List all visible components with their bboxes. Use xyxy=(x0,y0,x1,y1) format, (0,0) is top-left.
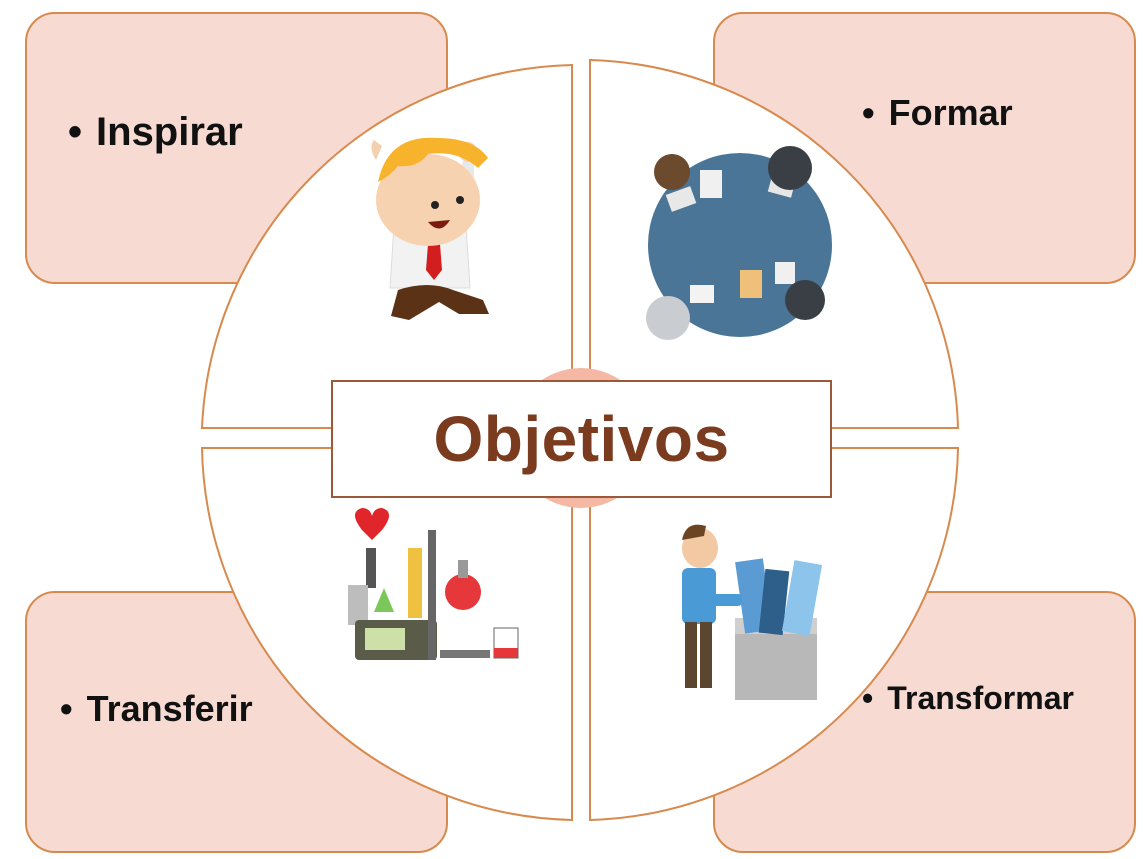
bullet-icon: • xyxy=(60,688,73,729)
formar-text: Formar xyxy=(888,92,1013,133)
inspirar-label: • Inspirar xyxy=(68,110,243,155)
meeting-table-icon xyxy=(646,146,832,340)
bullet-icon: • xyxy=(862,680,874,716)
bullet-icon: • xyxy=(68,110,83,154)
quadrant-top-left xyxy=(200,63,573,429)
running-man-icon xyxy=(371,137,489,320)
transformar-text: Transformar xyxy=(887,680,1074,716)
transferir-text: Transferir xyxy=(86,688,253,729)
inspirar-text: Inspirar xyxy=(96,110,243,154)
laboratory-icon xyxy=(348,508,519,660)
formar-label: • Formar xyxy=(862,92,1013,134)
man-filing-documents-icon xyxy=(682,524,823,700)
center-title-box: Objetivos xyxy=(331,380,832,498)
bullet-icon: • xyxy=(862,92,875,133)
transferir-label: • Transferir xyxy=(60,688,253,730)
diagram-title: Objetivos xyxy=(433,403,730,475)
transformar-label: • Transformar xyxy=(862,680,1074,717)
